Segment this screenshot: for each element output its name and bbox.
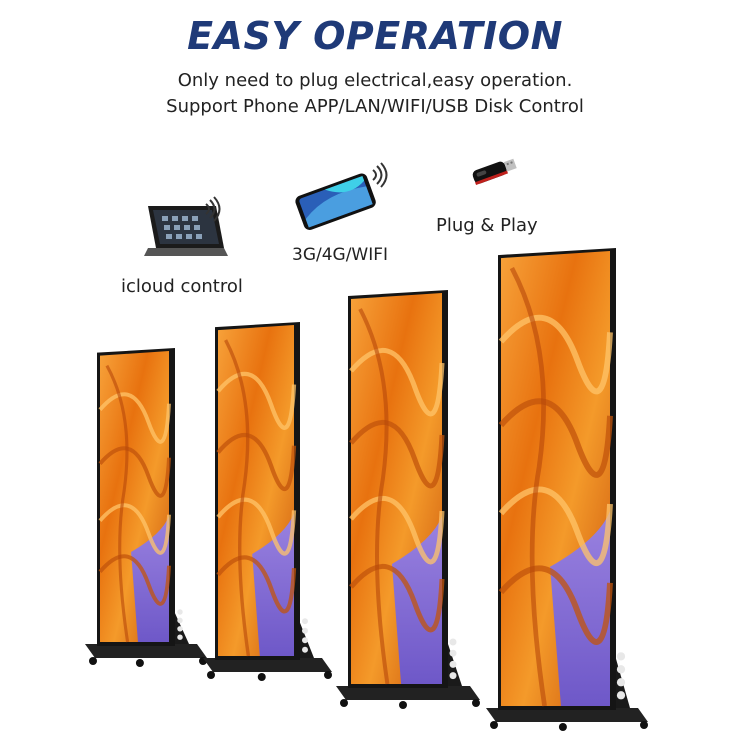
display-base — [203, 658, 332, 672]
screen-fold — [509, 266, 547, 707]
caster-wheel — [135, 659, 144, 667]
screen-fold — [358, 308, 390, 685]
caster-wheel — [490, 721, 498, 729]
screen-fold — [98, 503, 171, 555]
screen-fold — [224, 339, 251, 657]
smartphone-icon — [295, 173, 376, 230]
icloud-control-label: icloud control — [121, 276, 243, 297]
stand-hole — [302, 627, 308, 634]
screen-purple-area — [131, 516, 169, 642]
screen-fold — [98, 554, 171, 606]
screen-fold — [105, 364, 130, 643]
screen-fold — [216, 555, 297, 614]
caster-wheel — [207, 671, 215, 679]
stand-hole — [449, 660, 457, 668]
stand-hole — [177, 634, 183, 640]
stand-hole — [302, 637, 308, 644]
stand-hole — [449, 649, 457, 657]
stand-hole — [449, 638, 457, 646]
screen-fold — [498, 398, 613, 478]
display-base — [85, 644, 207, 658]
screen-fold — [98, 392, 171, 444]
poster-display-3 — [336, 290, 480, 709]
poster-display-1 — [85, 348, 207, 667]
screen-fold — [216, 371, 297, 430]
stand-hole — [616, 665, 626, 674]
screen-fold — [98, 446, 171, 498]
stand-hole — [302, 646, 308, 653]
plug-and-play-label: Plug & Play — [436, 215, 538, 236]
stand-hole — [616, 652, 626, 661]
screen-fold — [216, 497, 297, 556]
wifi-signal-icon — [372, 162, 388, 188]
stand-hole — [177, 626, 183, 632]
stand-hole — [616, 691, 626, 700]
caster-wheel — [340, 699, 348, 707]
poster-display-4 — [486, 248, 648, 731]
usb-drive-icon — [472, 158, 517, 186]
caster-wheel — [257, 673, 266, 681]
wifi-signal-icon — [205, 196, 221, 222]
screen-purple-area — [252, 513, 294, 656]
stand-hole — [177, 617, 183, 624]
screen-fold — [349, 496, 445, 565]
screen-fold — [349, 564, 445, 633]
caster-wheel — [324, 671, 332, 679]
stand-hole — [616, 678, 626, 687]
caster-wheel — [640, 721, 648, 729]
page-title: EASY OPERATION — [187, 14, 563, 58]
caster-wheel — [558, 723, 567, 731]
subtitle-line-2: Support Phone APP/LAN/WIFI/USB Disk Cont… — [166, 96, 584, 117]
screen-fold — [498, 314, 613, 395]
stand-hole — [449, 672, 457, 680]
network-label: 3G/4G/WIFI — [292, 245, 389, 265]
poster-display-2 — [203, 322, 332, 681]
stand-hole — [302, 618, 308, 625]
caster-wheel — [472, 699, 480, 707]
screen-fold — [498, 486, 613, 567]
screen-purple-area — [391, 516, 442, 684]
stand-hole — [177, 609, 183, 615]
caster-wheel — [399, 701, 407, 709]
screen-fold — [349, 420, 445, 489]
screen-fold — [216, 432, 297, 492]
caster-wheel — [89, 657, 97, 665]
subtitle-line-1: Only need to plug electrical,easy operat… — [177, 70, 573, 91]
display-base — [336, 686, 480, 700]
screen-fold — [349, 348, 445, 417]
tablet-icon — [144, 206, 228, 256]
screen-fold — [498, 565, 613, 645]
display-base — [486, 708, 648, 722]
